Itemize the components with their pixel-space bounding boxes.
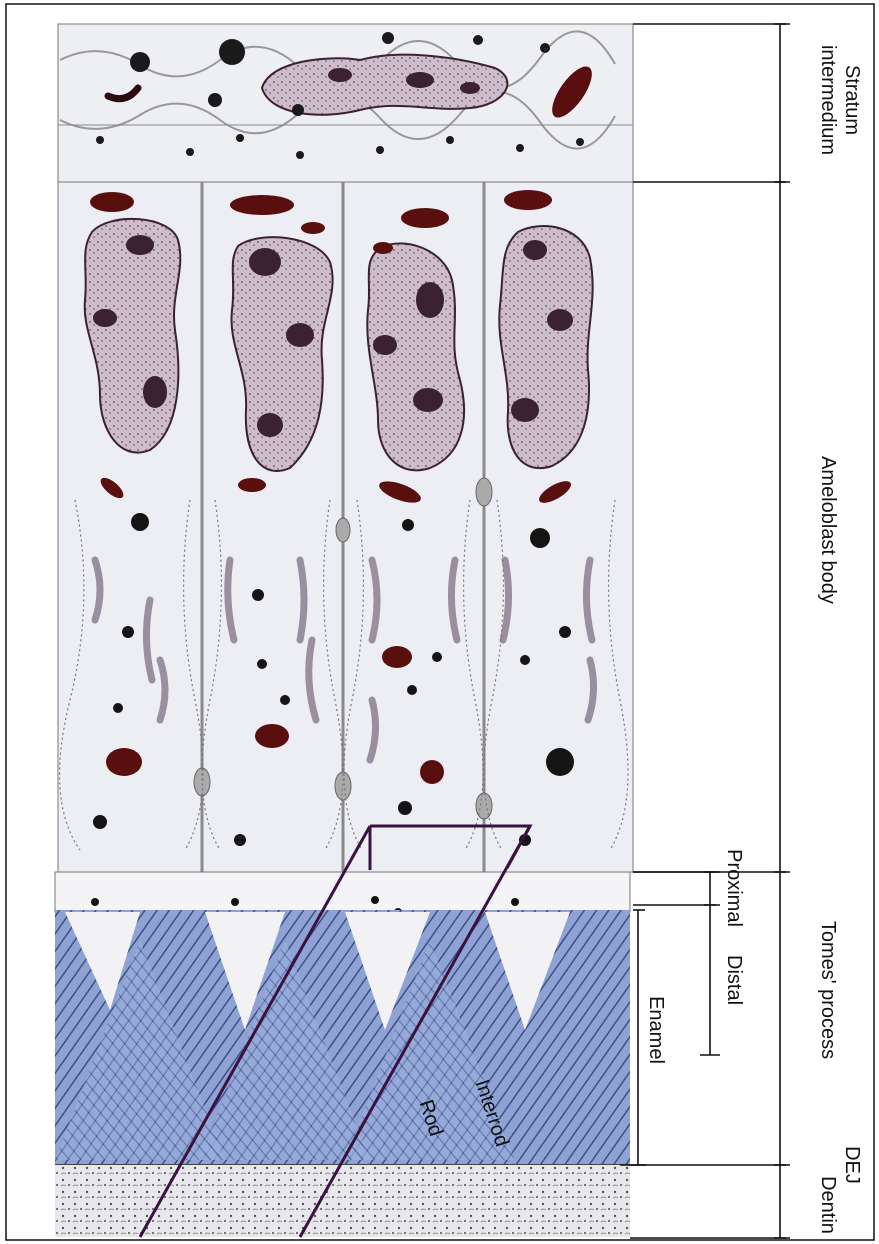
label-intermedium: intermedium bbox=[817, 45, 839, 155]
nucleus-3 bbox=[367, 243, 464, 470]
dentin-layer bbox=[55, 1165, 630, 1237]
label-dej: DEJ bbox=[841, 1146, 863, 1184]
stratum-intermedium-layer bbox=[58, 24, 633, 182]
label-tomes-process: Tomes' process bbox=[817, 921, 839, 1059]
label-distal: Distal bbox=[723, 955, 745, 1005]
nucleus-4 bbox=[499, 226, 592, 468]
ameloblast-cells bbox=[58, 182, 633, 872]
label-proximal: Proximal bbox=[723, 849, 745, 927]
label-enamel: Enamel bbox=[645, 996, 667, 1064]
label-ameloblast-body: Ameloblast body bbox=[817, 456, 839, 604]
enamel-layer bbox=[55, 910, 630, 1165]
label-stratum: Stratum bbox=[841, 65, 863, 135]
label-dentin: Dentin bbox=[817, 1176, 839, 1234]
